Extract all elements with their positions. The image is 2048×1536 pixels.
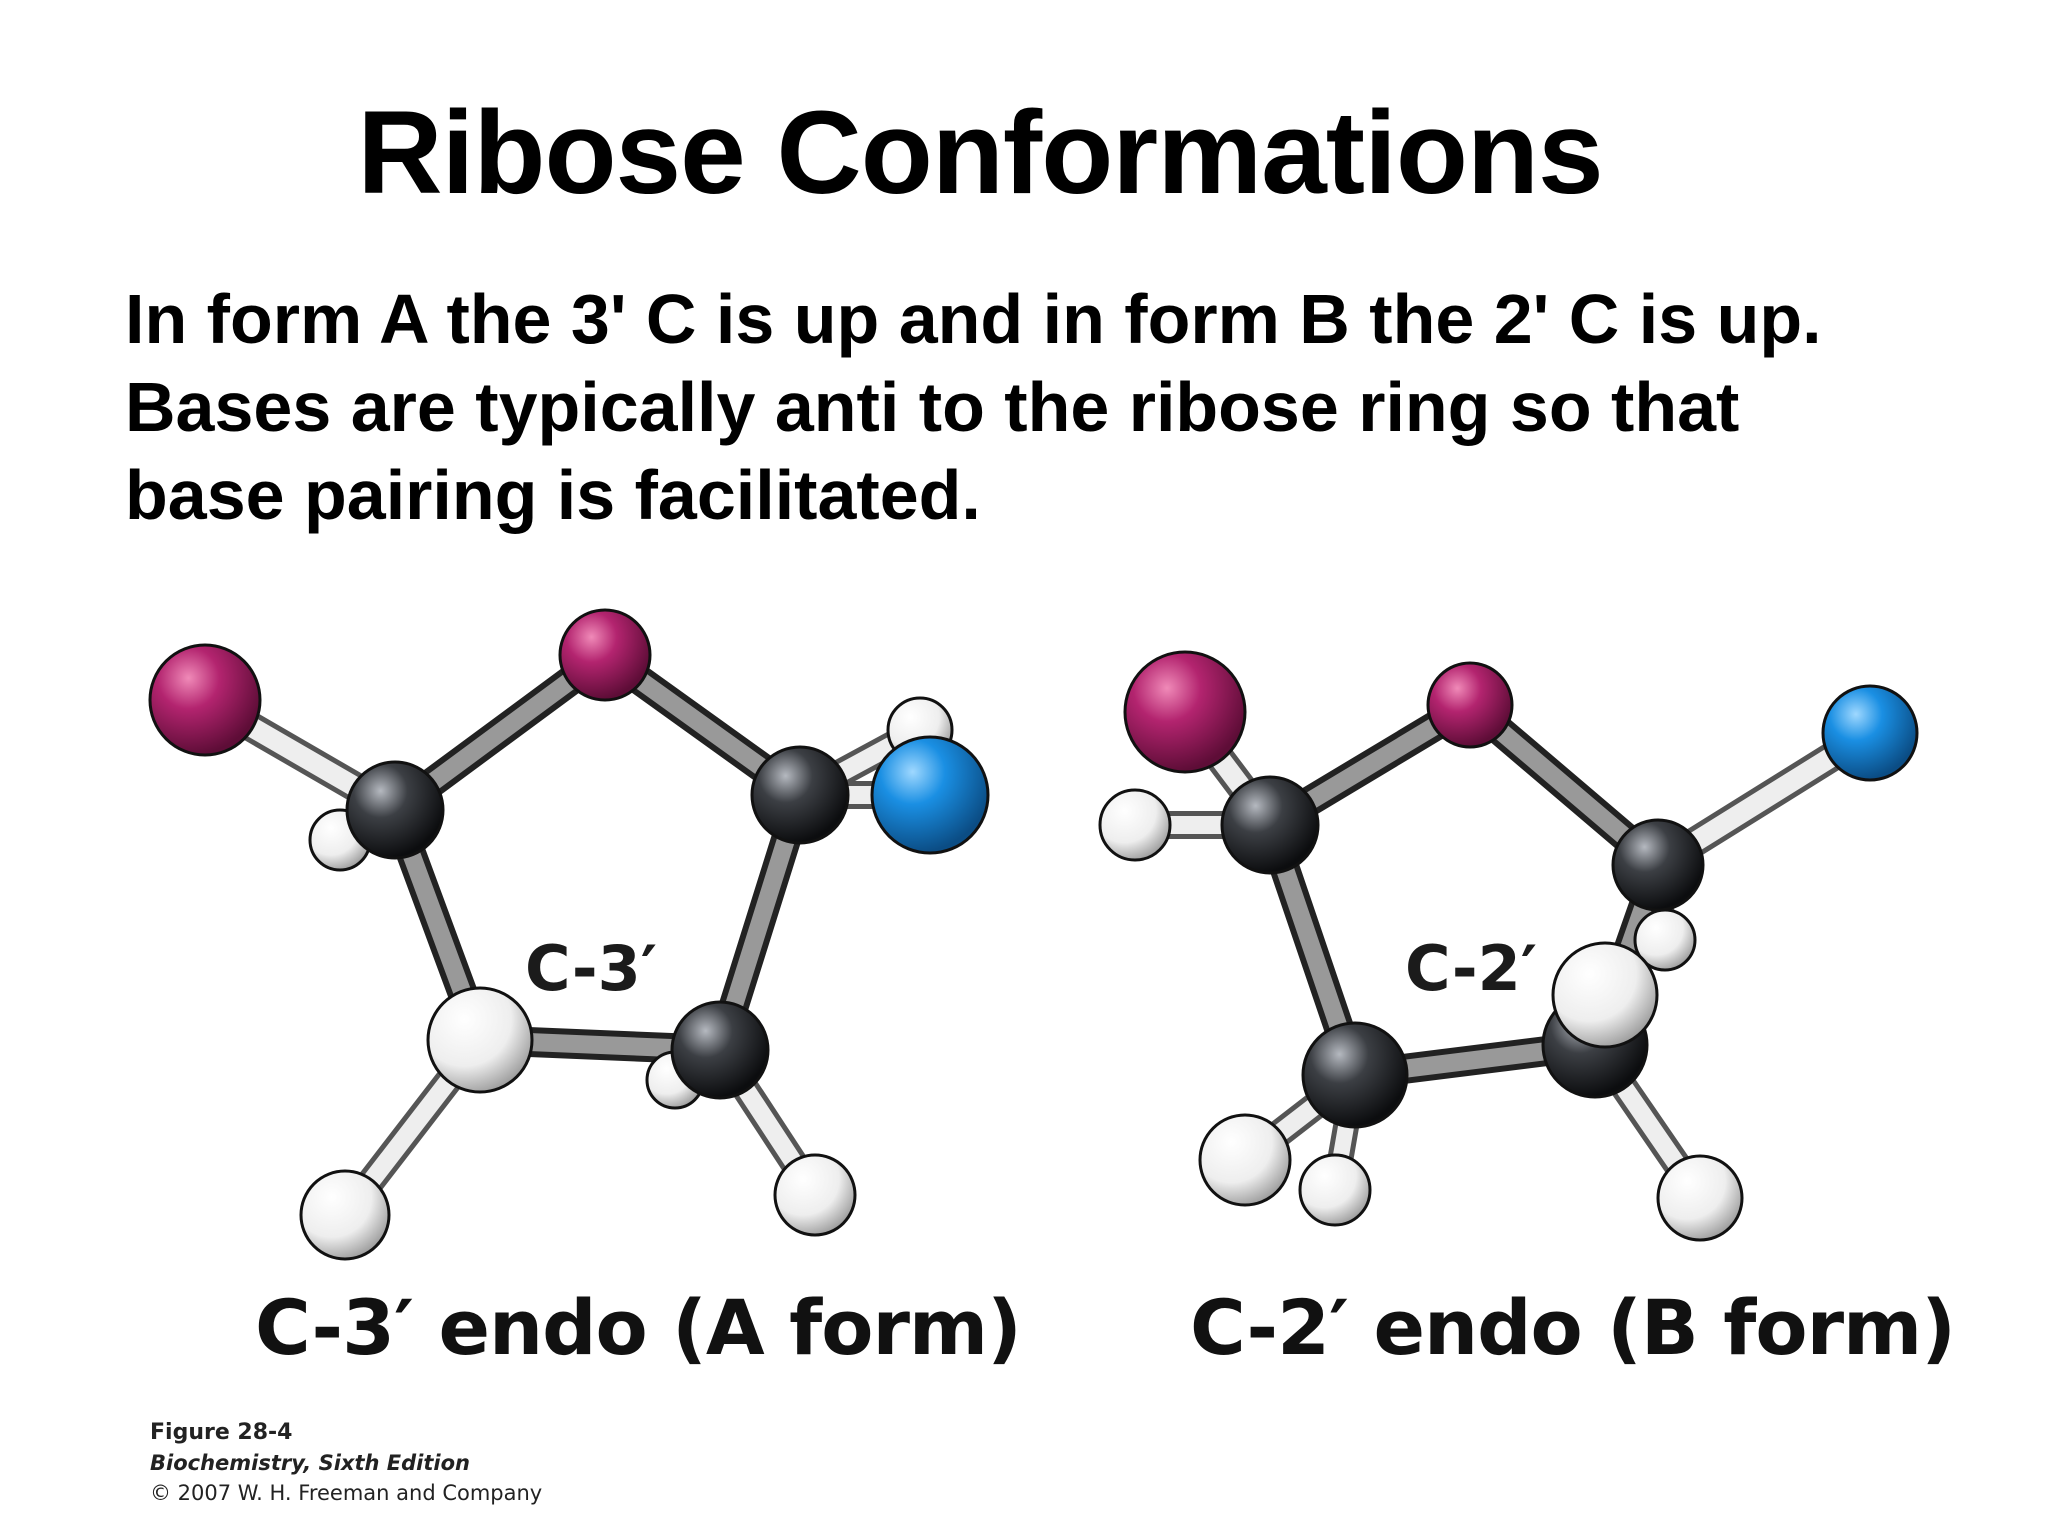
slide-title: Ribose Conformations [357,87,1603,219]
body-line-1: In form A the 3' C is up and in form B t… [125,280,1822,358]
hydrogen-atom [1298,1153,1372,1227]
carbon-atom [345,760,445,860]
hydrogen-atom [1198,1113,1292,1207]
ring-label-b: C-2′ [1405,932,1537,1005]
carbon-atom [1611,818,1705,912]
hydrogen-atom [773,1153,857,1237]
carbon-atom [670,1000,770,1100]
oxygen-atom [558,608,652,702]
hydrogen-atom [1551,941,1659,1049]
atoms-a [148,608,990,1261]
caption-b-form: C-2′ endo (B form) [1190,1283,1956,1372]
copyright-line: © 2007 W. H. Freeman and Company [150,1481,543,1505]
hydrogen-atom [299,1169,391,1261]
slide-body: In form A the 3' C is up and in form B t… [125,275,2005,539]
figure-number: Figure 28-4 [150,1420,293,1445]
nitrogen-atom [870,735,990,855]
carbon-atom [1220,775,1320,875]
hydrogen-atom [1656,1154,1744,1242]
ring-label-a: C-3′ [525,932,657,1005]
atoms-b [1098,650,1919,1242]
hydrogen-atom [426,986,534,1094]
carbon-atom [750,745,850,845]
body-line-2: Bases are typically anti to the ribose r… [125,368,1740,446]
oxygen-atom [1426,661,1514,749]
figure-credit: Figure 28-4 Biochemistry, Sixth Edition … [150,1418,542,1508]
nitrogen-atom [1821,684,1919,782]
carbon-atom [1301,1021,1409,1129]
hydrogen-atom [1098,788,1172,862]
caption-a-form: C-3′ endo (A form) [255,1283,1022,1372]
oxygen-atom [148,643,262,757]
book-title: Biochemistry, Sixth Edition [150,1451,470,1475]
oxygen-atom [1123,650,1247,774]
body-line-3: base pairing is facilitated. [125,456,981,534]
